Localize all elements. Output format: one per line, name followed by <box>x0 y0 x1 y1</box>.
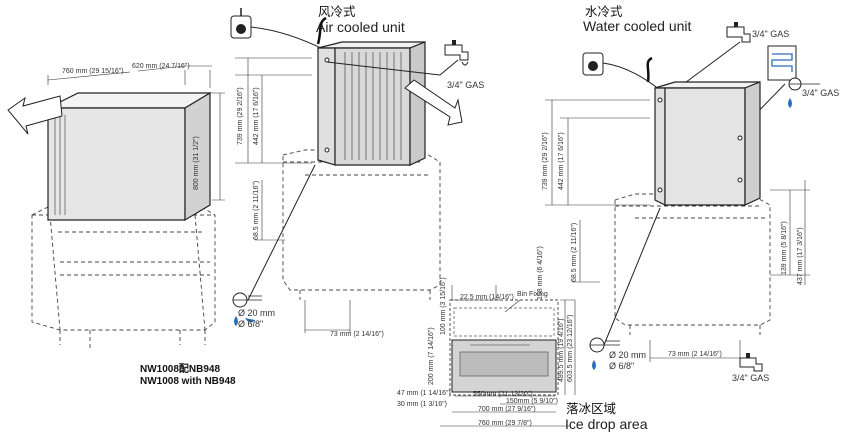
water-drain-mm: Ø 20 mm <box>609 350 646 360</box>
ice-dim-550: 550mm (21 13/20") <box>473 391 533 398</box>
water-dim-437: 437 mm (17 3/16") <box>797 227 804 285</box>
ice-dim-225: 22.5 mm (14/16") <box>460 294 514 301</box>
left-unit-drawing: 760 mm (29 15/16") 620 mm (24 7/16") 800… <box>7 63 236 387</box>
air-cooled-title-cn: 风冷式 <box>318 4 356 19</box>
dim-depth: 620 mm (24 7/16") <box>132 63 190 70</box>
air-cooled-drawing: 风冷式 Air cooled unit 3/4" GAS <box>230 4 484 338</box>
water-dim-73: 73 mm (2 14/16") <box>668 351 722 358</box>
ice-drop-title-cn: 落冰区域 <box>566 401 616 416</box>
water-dim-685: 68.5 mm (2 11/16") <box>571 223 578 282</box>
air-dim-685: 68.5 mm (2 11/16") <box>253 181 260 240</box>
water-gas-label-3: 3/4" GAS <box>732 373 769 383</box>
dim-height-total: 800 mm (31 1/2") <box>193 136 200 190</box>
air-drain-in: Ø 6/8" <box>238 319 263 329</box>
ice-dim-760: 760 mm (29 7/8") <box>478 420 532 427</box>
power-plug-icon <box>230 8 252 39</box>
air-dim-739: 739 mm (29 2/16") <box>237 87 244 145</box>
water-cooled-drawing: 水冷式 Water cooled unit 3/4" GAS 3/4" GAS <box>542 4 839 383</box>
power-plug-icon <box>582 52 604 76</box>
ice-dim-489: 489.5 mm (19 4/16") <box>558 318 565 382</box>
model-line1: NW1008配NB948 <box>140 363 220 375</box>
water-tap-icon <box>726 22 751 43</box>
drain-icon <box>589 337 620 370</box>
air-drain-mm: Ø 20 mm <box>238 308 275 318</box>
water-tap-icon <box>739 353 763 372</box>
water-drain-in: Ø 6/8" <box>609 361 634 371</box>
air-dim-73: 73 mm (2 14/16") <box>330 331 384 338</box>
ice-drop-area-drawing: Bin Fixing 22.5 mm (14/16") 158 mm (6 4/… <box>397 246 648 432</box>
water-tap-icon <box>444 40 469 66</box>
condenser-coil-icon <box>767 45 797 81</box>
ice-dim-700: 700 mm (27 9/16") <box>478 406 536 413</box>
bin-fixing-label: Bin Fixing <box>517 291 548 298</box>
air-cooled-title-en: Air cooled unit <box>316 19 405 35</box>
ice-dim-30: 30 mm (1 3/16") <box>397 401 447 408</box>
ice-dim-603: 603.5 mm (23 12/16") <box>567 315 574 382</box>
water-dim-139: 139 mm (5 8/16") <box>781 221 788 275</box>
ice-dim-150: 150mm (5 9/10") <box>506 398 558 405</box>
airflow-arrow-icon <box>7 95 63 135</box>
air-gas-label: 3/4" GAS <box>447 80 484 90</box>
drain-icon <box>788 77 820 108</box>
ice-drop-title-en: Ice drop area <box>565 416 648 432</box>
dim-width: 760 mm (29 15/16") <box>62 68 124 75</box>
air-dim-442: 442 mm (17 6/16") <box>253 87 260 145</box>
water-gas-label-1: 3/4" GAS <box>752 29 789 39</box>
ice-dim-158: 158 mm (6 4/16") <box>537 246 544 300</box>
ice-dim-47: 47 mm (1 14/16") <box>397 390 451 397</box>
model-line2: NW1008 with NB948 <box>140 376 236 387</box>
water-dim-442: 442 mm (17 6/16") <box>558 132 565 190</box>
water-cooled-title-cn: 水冷式 <box>585 4 623 19</box>
water-cooled-title-en: Water cooled unit <box>583 18 692 34</box>
ice-dim-200: 200 mm (7 14/16") <box>428 327 435 385</box>
drain-icon <box>232 292 262 326</box>
water-gas-label-2: 3/4" GAS <box>802 88 839 98</box>
water-dim-739: 739 mm (29 2/16") <box>542 132 549 190</box>
ice-dim-100: 100 mm (3 15/16") <box>440 277 447 335</box>
